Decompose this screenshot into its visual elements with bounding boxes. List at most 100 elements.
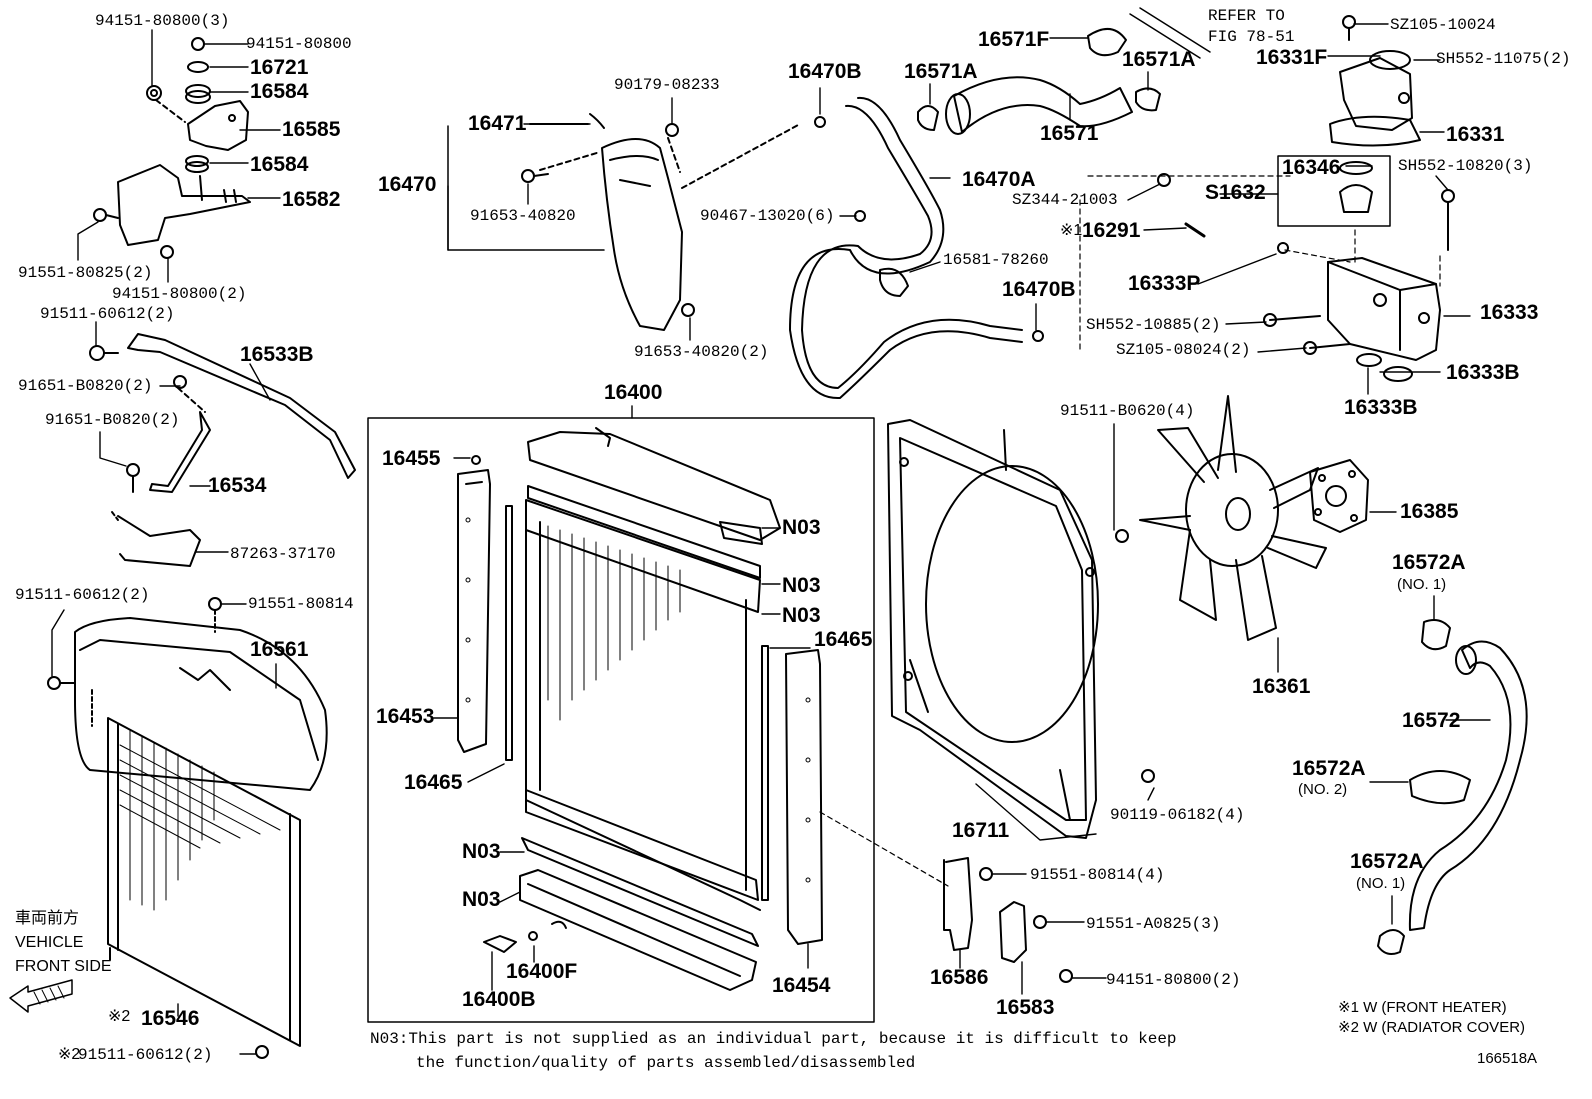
label-16572A-c: 16572A: [1350, 850, 1424, 873]
mark-2a: ※2: [108, 1008, 131, 1025]
label-16333B-a: 16333B: [1446, 361, 1520, 384]
label-16571F: 16571F: [978, 28, 1050, 51]
label-16711: 16711: [952, 819, 1010, 842]
label-SZ105-08024: SZ105-08024(2): [1116, 341, 1251, 359]
stay-16533B: [89, 333, 356, 567]
label-SH552-10820: SH552-10820(3): [1398, 157, 1533, 175]
label-16385: 16385: [1400, 500, 1459, 523]
label-91511-B0620: 91511-B0620(4): [1060, 402, 1195, 420]
fan-16361: [1115, 395, 1327, 641]
label-16465-a: 16465: [814, 628, 873, 651]
label-90179-08233: 90179-08233: [614, 76, 720, 94]
fan-shroud-16711: [887, 419, 1155, 839]
label-16585: 16585: [282, 118, 341, 141]
label-91551-80825: 91551-80825(2): [18, 264, 153, 282]
label-16331F: 16331F: [1256, 46, 1328, 69]
bracket-assembly-16582: [93, 37, 251, 259]
label-N03-d: N03: [462, 840, 501, 863]
label-16470: 16470: [378, 173, 437, 196]
label-16400: 16400: [604, 381, 663, 404]
water-outlet-16331: [1329, 15, 1421, 147]
radiator-cover-16561: [47, 597, 328, 791]
label-91651-B0820-a: 91651-B0820(2): [18, 377, 153, 395]
label-16582: 16582: [282, 188, 341, 211]
radiator-guard-16546: [107, 717, 301, 1059]
label-94151-80800-3: 94151-80800(3): [95, 12, 230, 30]
label-16331: 16331: [1446, 123, 1505, 146]
label-16291: 16291: [1082, 219, 1141, 242]
label-16465-b: 16465: [404, 771, 463, 794]
label-94151-80800-2b: 94151-80800(2): [1106, 971, 1241, 989]
vehicle-front-en1: VEHICLE: [15, 934, 84, 951]
label-90119-06182: 90119-06182(4): [1110, 806, 1245, 824]
label-16400B: 16400B: [462, 988, 536, 1011]
label-91511-60612-b: 91511-60612(2): [15, 586, 150, 604]
label-16361: 16361: [1252, 675, 1311, 698]
label-16333P: 16333P: [1128, 272, 1201, 295]
label-no2: (NO. 2): [1298, 781, 1348, 798]
mark-1: ※1: [1060, 222, 1083, 239]
refer-to-line2: FIG 78-51: [1208, 28, 1295, 46]
label-16534: 16534: [208, 474, 267, 497]
label-16470B: 16470B: [788, 60, 862, 83]
label-91551-A0825: 91551-A0825(3): [1086, 915, 1221, 933]
figure-id: 166518A: [1477, 1050, 1538, 1067]
label-16571: 16571: [1040, 122, 1099, 145]
mark-2b: ※2: [58, 1046, 81, 1063]
label-94151-80800-2: 94151-80800(2): [112, 285, 247, 303]
label-16346: 16346: [1282, 156, 1341, 179]
label-no1-a: (NO. 1): [1397, 576, 1447, 593]
label-91551-80814-4: 91551-80814(4): [1030, 866, 1165, 884]
vehicle-front-en2: FRONT SIDE: [15, 958, 112, 975]
note-n03-line2: the function/quality of parts assembled/…: [416, 1054, 916, 1072]
label-16546: 16546: [141, 1007, 200, 1030]
footnote-2: ※2 W (RADIATOR COVER): [1338, 1019, 1526, 1036]
refer-to-line1: REFER TO: [1208, 7, 1285, 25]
label-91653-40820-2: 91653-40820(2): [634, 343, 769, 361]
label-16333: 16333: [1480, 301, 1539, 324]
label-16561: 16561: [250, 638, 309, 661]
label-N03-b: N03: [782, 574, 821, 597]
vehicle-front-arrow: [9, 979, 73, 1013]
label-SH552-11075: SH552-11075(2): [1436, 50, 1571, 68]
label-87263-37170: 87263-37170: [230, 545, 336, 563]
label-16470A: 16470A: [962, 168, 1036, 191]
label-16584: 16584: [250, 80, 309, 103]
hose-16571: [917, 7, 1211, 135]
label-16333B-b: 16333B: [1344, 396, 1418, 419]
label-SH552-10885: SH552-10885(2): [1086, 316, 1221, 334]
label-16583: 16583: [996, 996, 1055, 1019]
label-16572A-b: 16572A: [1292, 757, 1366, 780]
label-16721: 16721: [250, 56, 309, 79]
label-16586: 16586: [930, 966, 989, 989]
label-16571A-b: 16571A: [1122, 48, 1196, 71]
water-inlet-16333: [1079, 173, 1441, 382]
label-16584-b: 16584: [250, 153, 309, 176]
label-91511-60612-a: 91511-60612(2): [40, 305, 175, 323]
radiator-assembly-box: [367, 417, 875, 1023]
overflow-hose-16470A: [789, 96, 1044, 400]
label-S1632: S1632: [1205, 181, 1266, 204]
label-16400F: 16400F: [506, 960, 578, 983]
label-16471: 16471: [468, 112, 527, 135]
label-91551-80814: 91551-80814: [248, 595, 354, 613]
label-16571A-a: 16571A: [904, 60, 978, 83]
footnote-1: ※1 W (FRONT HEATER): [1338, 999, 1507, 1016]
label-16455: 16455: [382, 447, 441, 470]
radiator-16400: [457, 427, 949, 991]
leader-lines: [51, 23, 1491, 1055]
note-n03-line1: N03:This part is not supplied as an indi…: [370, 1030, 1177, 1048]
label-16572: 16572: [1402, 709, 1461, 732]
label-16454: 16454: [772, 974, 831, 997]
label-16470B-b: 16470B: [1002, 278, 1076, 301]
vehicle-front-jp: 車両前方: [15, 910, 80, 927]
label-SZ105-10024: SZ105-10024: [1390, 16, 1496, 34]
label-91651-B0820-b: 91651-B0820(2): [45, 411, 180, 429]
label-no1-b: (NO. 1): [1356, 875, 1406, 892]
label-91511-60612-c: 91511-60612(2): [78, 1046, 213, 1064]
fluid-coupling-16385: [1309, 459, 1369, 533]
label-16581-78260: 16581-78260: [943, 251, 1049, 269]
